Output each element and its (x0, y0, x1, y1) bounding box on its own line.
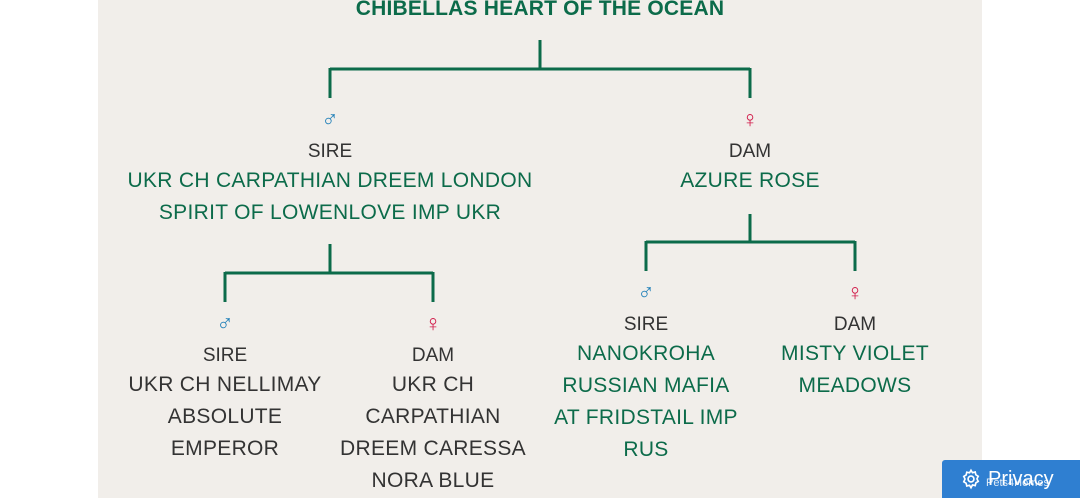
sire-role: SIRE (307, 141, 353, 162)
dam-name: AZURE ROSE (680, 169, 820, 192)
privacy-button[interactable]: Privacy Pets4Homes (942, 460, 1080, 498)
dam-dam-name: MISTY VIOLET MEADOWS (781, 342, 929, 397)
sire-dam-name: UKR CH CARPATHIAN DREEM CARESSA NORA BLU… (340, 373, 526, 492)
dam-sire-node: ♂ SIRE NANOKROHA RUSSIAN MAFIA AT FRIDST… (554, 280, 738, 466)
female-symbol-icon: ♀ (741, 106, 759, 132)
dam-dam-role: DAM (833, 314, 877, 335)
male-symbol-icon: ♂ (216, 310, 234, 336)
sire-sire-role: SIRE (202, 345, 248, 366)
privacy-label: Privacy (988, 467, 1054, 490)
sire-name: UKR CH CARPATHIAN DREEM LONDON SPIRIT OF… (127, 169, 533, 224)
sire-sire-name: UKR CH NELLIMAY ABSOLUTE EMPEROR (128, 373, 322, 460)
dam-dam-node: ♀ DAM MISTY VIOLET MEADOWS (781, 280, 929, 402)
privacy-overlay-text: Pets4Homes (986, 477, 1049, 489)
female-symbol-icon: ♀ (846, 279, 864, 305)
dam-sire-role: SIRE (623, 314, 669, 335)
dam-role: DAM (728, 141, 772, 162)
pedigree-title: CHIBELLAS HEART OF THE OCEAN (355, 0, 725, 20)
sire-sire-node: ♂ SIRE UKR CH NELLIMAY ABSOLUTE EMPEROR (128, 311, 321, 465)
sire-dam-role: DAM (411, 345, 455, 366)
dam-sire-name: NANOKROHA RUSSIAN MAFIA AT FRIDSTAIL IMP… (554, 342, 738, 461)
female-symbol-icon: ♀ (424, 310, 442, 336)
dam-node: ♀ DAM AZURE ROSE (680, 107, 820, 197)
gear-icon (960, 468, 982, 490)
male-symbol-icon: ♂ (321, 106, 339, 132)
sire-dam-node: ♀ DAM UKR CH CARPATHIAN DREEM CARESSA NO… (340, 311, 526, 497)
male-symbol-icon: ♂ (637, 279, 655, 305)
sire-node: ♂ SIRE UKR CH CARPATHIAN DREEM LONDON SP… (128, 107, 533, 229)
